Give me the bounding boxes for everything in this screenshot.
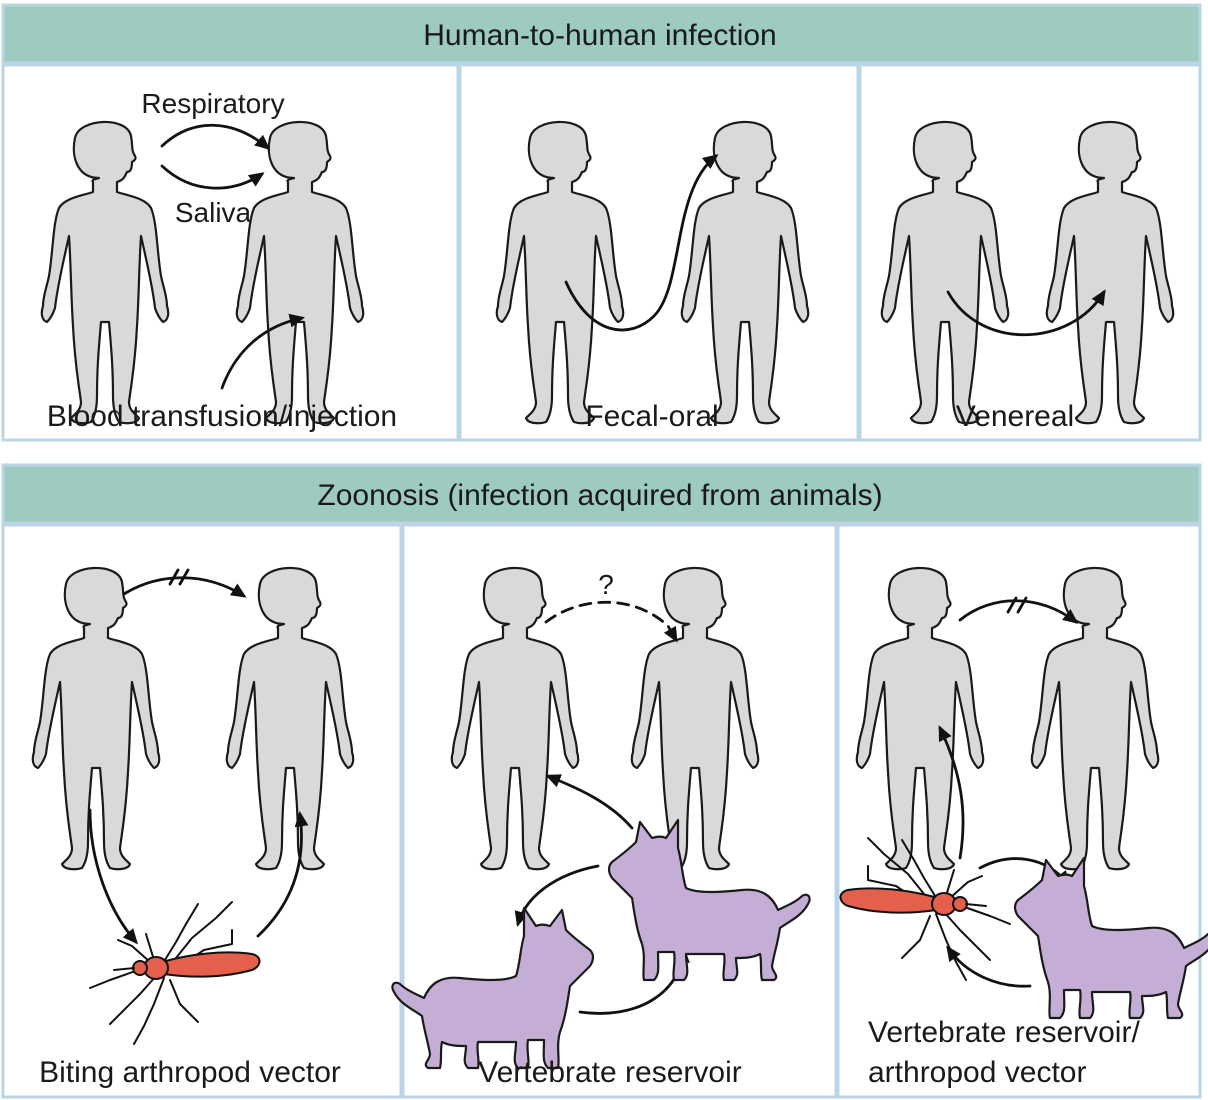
blocked-transmission-icon xyxy=(1006,596,1028,614)
cat-to-cat-arrow-icon xyxy=(514,864,600,927)
blood-arrow-icon xyxy=(220,313,306,390)
respiratory-arrow-icon xyxy=(160,123,271,150)
vector-to-human-arrow-icon xyxy=(938,725,965,860)
panel-caption-line-2: arthropod vector xyxy=(868,1056,1086,1089)
panel-fecal-oral: Fecal-oral xyxy=(458,63,860,442)
respiratory-label: Respiratory xyxy=(141,88,284,119)
panel-caption: Fecal-oral xyxy=(585,400,718,433)
panel-arthropod-vector: Biting arthropod vector xyxy=(1,523,403,1099)
saliva-arrow-icon xyxy=(160,164,265,190)
venereal-arrow-icon xyxy=(946,289,1106,337)
panel-caption-line-1: Vertebrate reservoir/ xyxy=(868,1016,1140,1049)
panel-blood-respiratory: Respiratory Saliva Blood transfusion/inj… xyxy=(1,63,460,442)
panel-caption: Venereal xyxy=(956,400,1074,433)
section-header-band xyxy=(1,3,1202,65)
panel-frame xyxy=(1,523,403,1099)
bite-arrow-icon xyxy=(88,808,139,945)
transmit-arrow-icon xyxy=(256,810,309,938)
panel-vertebrate-reservoir: ? Vertebrate reservoir xyxy=(391,523,838,1099)
panel-caption: Blood transfusion/injection xyxy=(47,400,397,433)
section-human-to-human: Human-to-human infection Respiratory Sal… xyxy=(1,3,1202,442)
fecal-oral-arrow-icon xyxy=(564,154,719,332)
blocked-transmission-icon xyxy=(168,568,190,586)
section-zoonosis: Zoonosis (infection acquired from animal… xyxy=(1,463,1208,1099)
panel-caption: Vertebrate reservoir xyxy=(478,1056,741,1089)
section-header: Human-to-human infection xyxy=(423,19,777,52)
human-arrow-icon xyxy=(958,599,1079,624)
possible-transmission-arrow-icon xyxy=(544,600,678,643)
panel-venereal: Venereal xyxy=(858,63,1202,442)
section-header: Zoonosis (infection acquired from animal… xyxy=(317,479,882,512)
panel-reservoir-and-vector: Vertebrate reservoir/ arthropod vector xyxy=(836,523,1208,1099)
question-mark-label: ? xyxy=(598,569,614,600)
cat-to-human-arrow-icon xyxy=(545,774,634,830)
saliva-label: Saliva xyxy=(175,197,252,228)
panel-caption: Biting arthropod vector xyxy=(39,1056,341,1089)
section-header-band xyxy=(1,463,1202,525)
